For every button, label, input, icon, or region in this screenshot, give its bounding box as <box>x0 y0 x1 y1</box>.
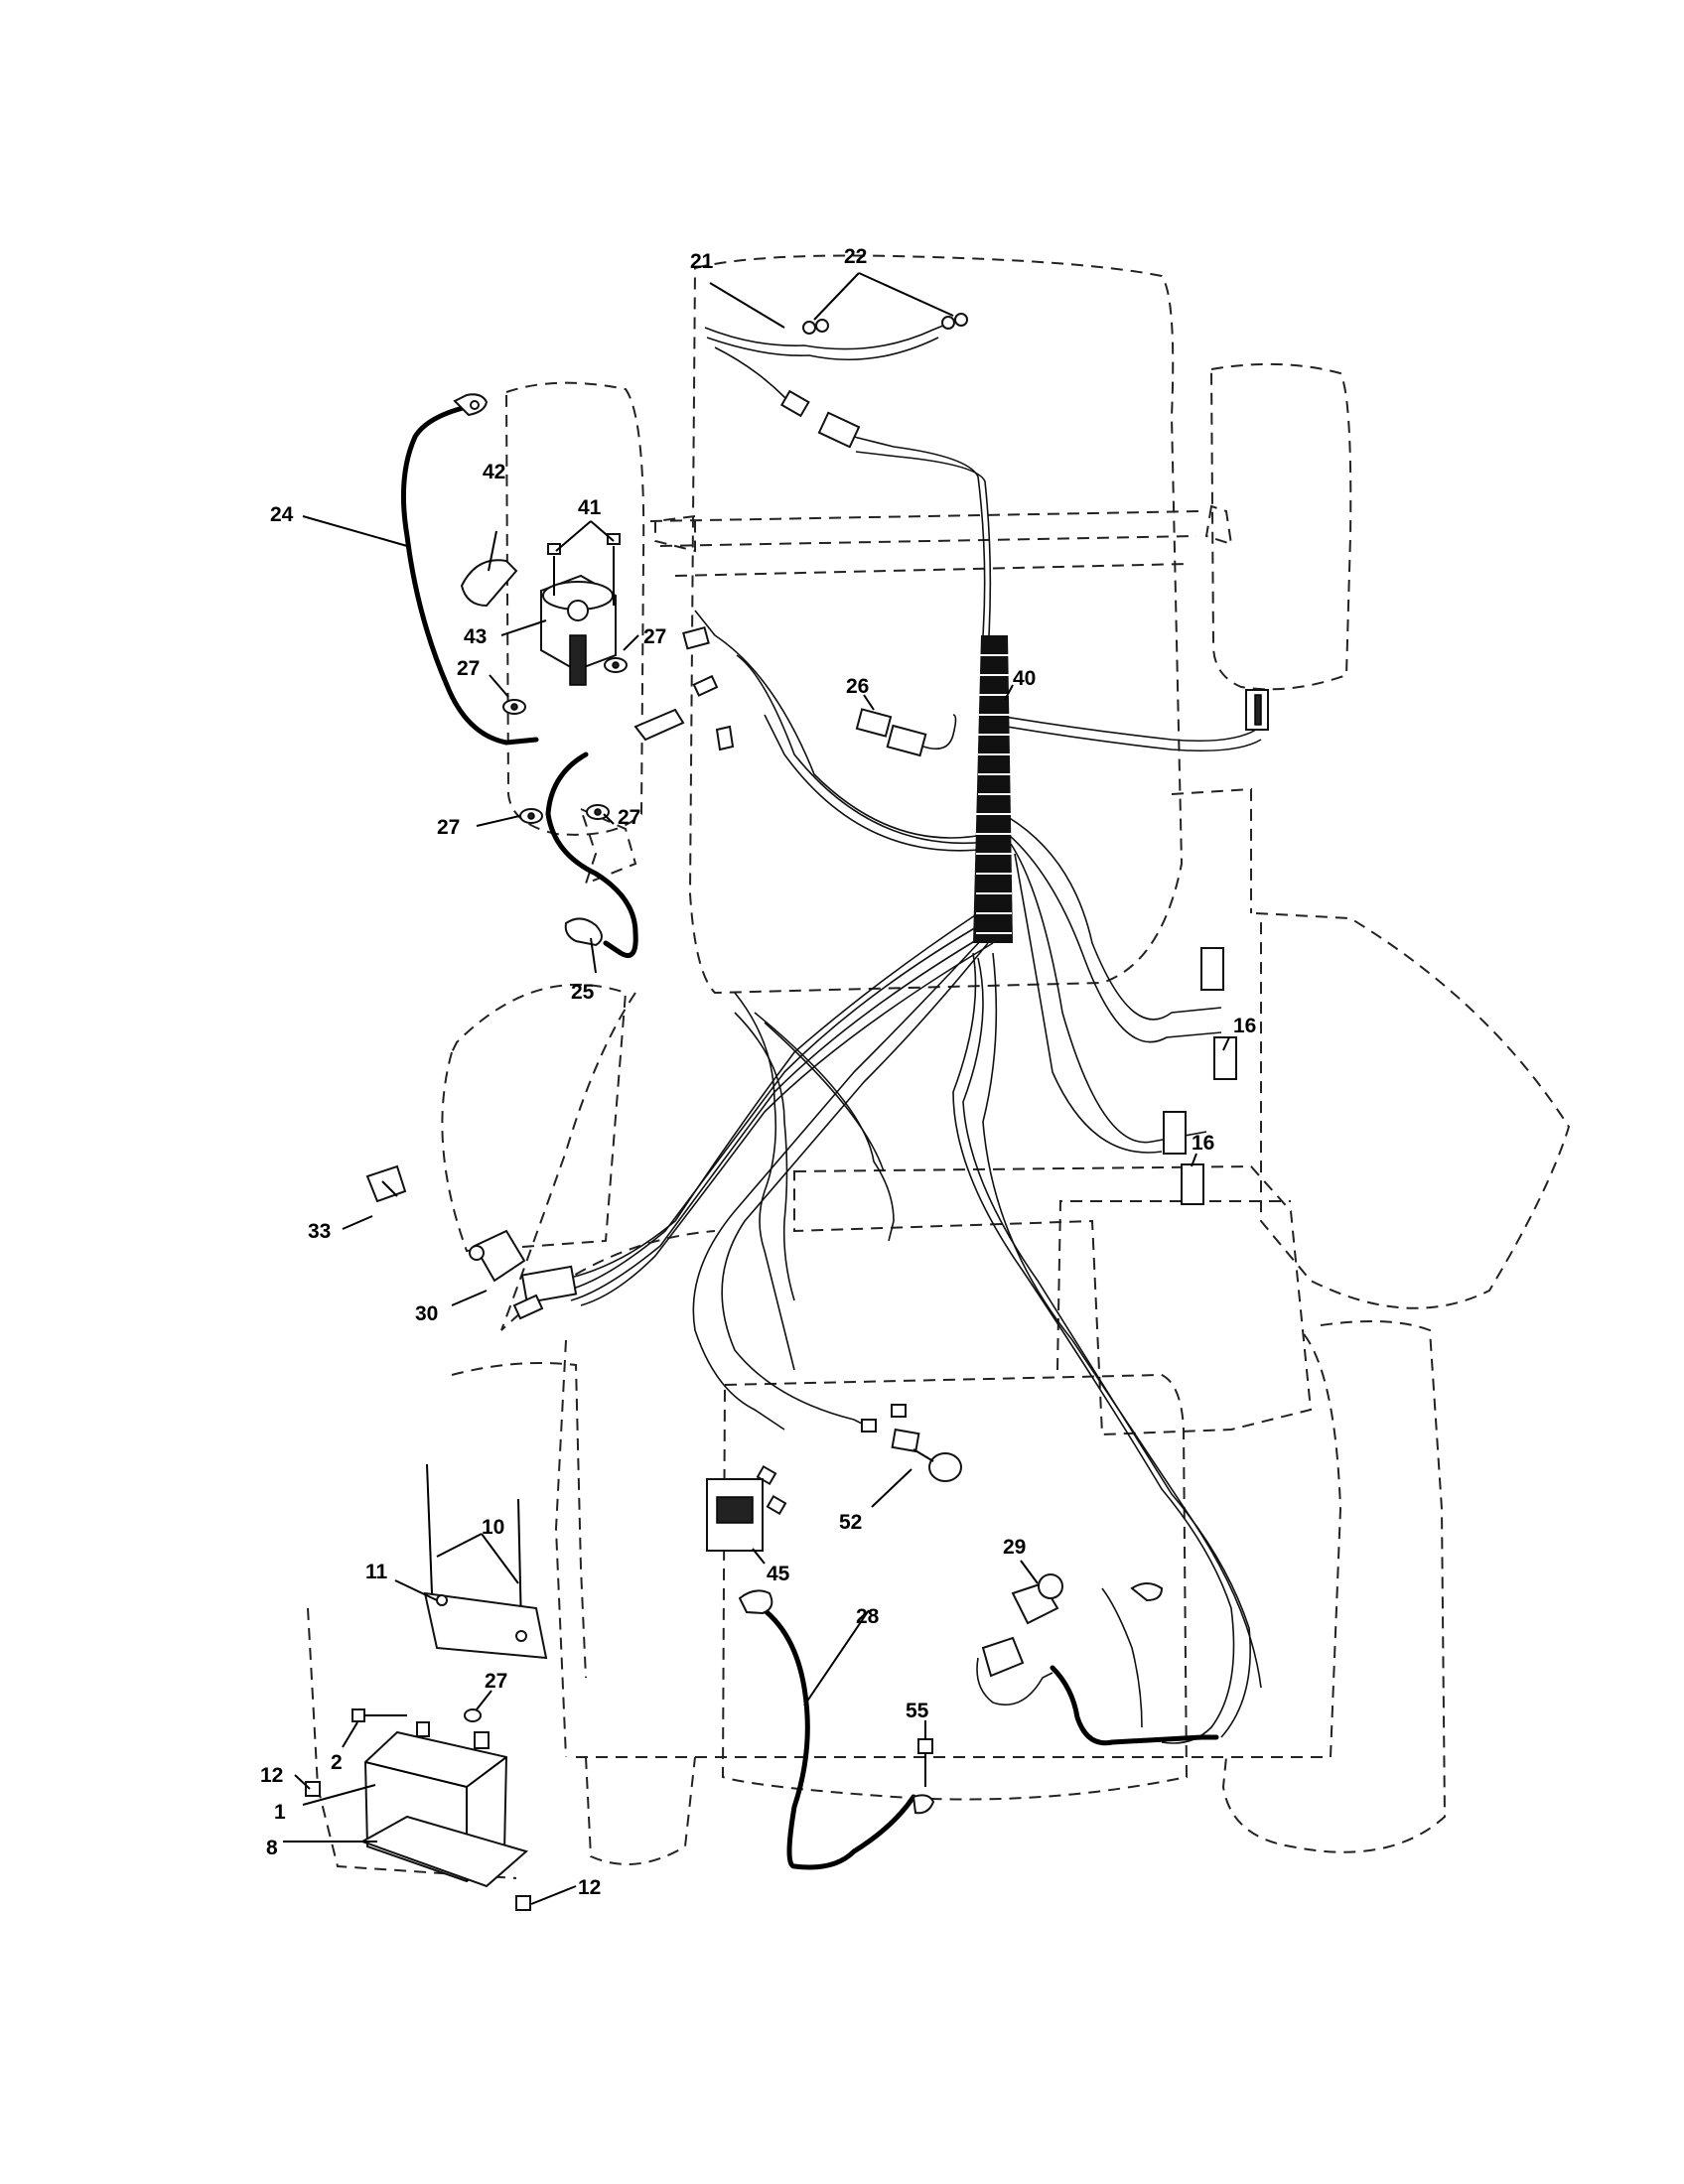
battery-hold-down-bracket-11 <box>423 1591 548 1660</box>
callout-12-right: 12 <box>578 1876 601 1899</box>
callout-27-lower-left: 27 <box>437 816 460 839</box>
callout-33: 33 <box>308 1220 331 1243</box>
leader-lines <box>283 272 1230 1905</box>
callout-labels: 21 22 24 42 41 43 27 27 27 27 25 26 40 1… <box>260 245 1256 1899</box>
callout-27-right-solenoid: 27 <box>643 625 666 648</box>
harness-terminals-top <box>633 625 735 751</box>
battery-tray-8 <box>359 1815 529 1888</box>
callout-16-lower: 16 <box>1192 1132 1214 1155</box>
callout-21: 21 <box>690 250 714 273</box>
harness-loom <box>973 635 1013 943</box>
battery-cable-24 <box>400 404 539 746</box>
coiled-cord <box>976 1582 1219 1746</box>
cable-28-terminals <box>738 1589 935 1815</box>
solenoid-boot <box>460 559 518 608</box>
callout-29: 29 <box>1003 1536 1026 1559</box>
cable-24-terminal <box>453 393 489 417</box>
callout-1: 1 <box>274 1801 286 1824</box>
callout-42: 42 <box>483 461 505 483</box>
fuse-33 <box>365 1164 407 1203</box>
callout-8: 8 <box>266 1837 278 1859</box>
callout-45: 45 <box>767 1563 790 1585</box>
connectors-right-upper <box>1245 689 1269 731</box>
main-harness <box>555 436 1262 1744</box>
callout-55: 55 <box>906 1700 929 1722</box>
switch-29 <box>1011 1573 1063 1625</box>
battery-bolt-2 <box>351 1708 407 1722</box>
bolt-55 <box>917 1738 933 1787</box>
cable-25 <box>545 751 638 958</box>
hour-meter-45 <box>706 1478 764 1552</box>
callout-26: 26 <box>846 675 869 698</box>
solenoid-bolts <box>547 533 621 606</box>
switches-16 <box>1163 947 1237 1205</box>
cable-28 <box>752 1600 916 1870</box>
callout-27-left-solenoid: 27 <box>457 657 480 680</box>
starter-solenoid <box>540 574 617 686</box>
callout-10: 10 <box>482 1516 504 1539</box>
cable-25-terminal <box>564 917 603 947</box>
callout-52: 52 <box>839 1511 862 1534</box>
callout-11: 11 <box>365 1561 388 1583</box>
connector-26 <box>855 708 957 757</box>
callout-40: 40 <box>1013 667 1036 690</box>
callout-12-left: 12 <box>260 1764 283 1787</box>
nuts-27 <box>464 657 628 1722</box>
callout-43: 43 <box>464 625 487 648</box>
callout-16-upper: 16 <box>1233 1015 1256 1037</box>
ignition-switch-30 <box>469 1229 578 1320</box>
callout-27-battery: 27 <box>485 1670 507 1693</box>
callout-41: 41 <box>578 496 602 519</box>
nuts-12 <box>305 1781 531 1911</box>
callout-27-lower-right: 27 <box>618 806 640 829</box>
headlight-harness <box>704 313 968 449</box>
lamp-52 <box>891 1428 962 1482</box>
callout-30: 30 <box>415 1302 438 1325</box>
callout-22: 22 <box>844 245 867 268</box>
callout-28: 28 <box>856 1605 880 1628</box>
callout-2: 2 <box>331 1751 343 1774</box>
callout-24: 24 <box>270 503 294 526</box>
callout-25: 25 <box>571 981 595 1004</box>
tractor-outline <box>307 254 1571 1879</box>
